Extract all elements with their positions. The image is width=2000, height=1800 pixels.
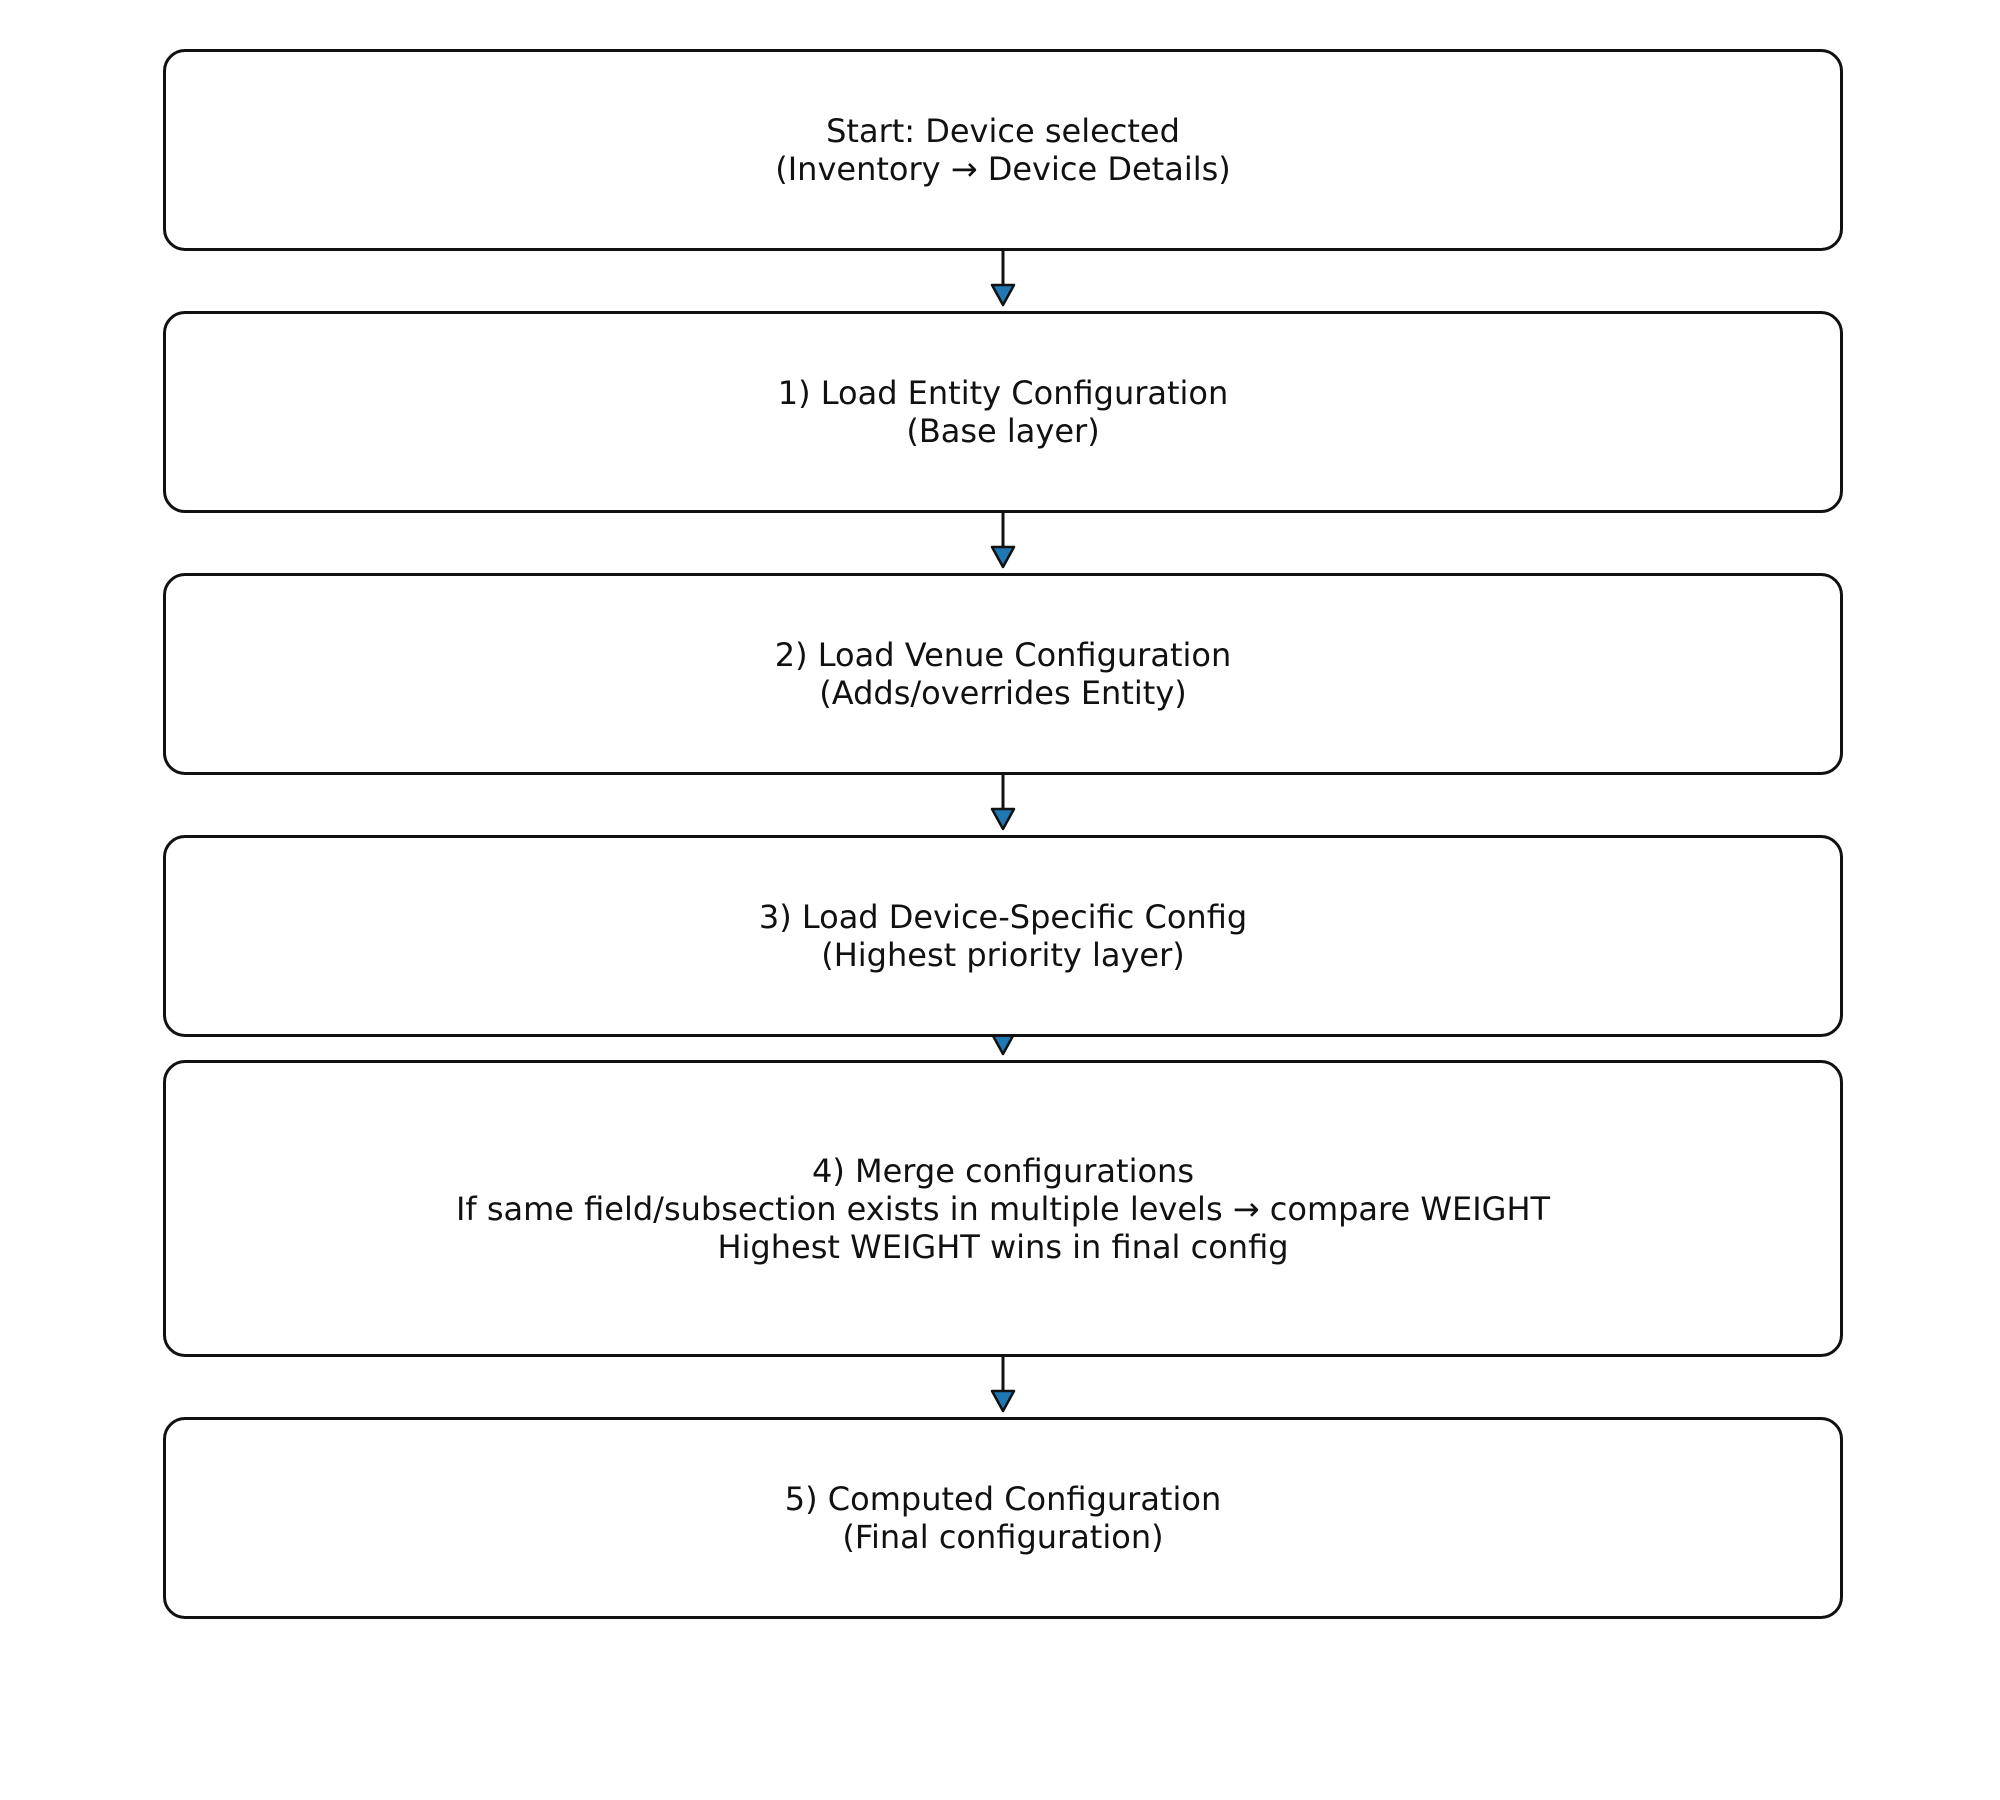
node-load-entity-configuration: 1) Load Entity Configuration (Base layer… [163,311,1843,513]
arrow-start-to-entity [990,251,1016,307]
node-device-subtitle: (Highest priority layer) [821,936,1185,974]
node-merge-rule: If same field/subsection exists in multi… [455,1189,1551,1228]
arrow-entity-to-venue [990,513,1016,569]
arrow-head [990,545,1016,569]
node-venue-subtitle: (Adds/overrides Entity) [819,674,1187,712]
arrow-venue-to-device [990,775,1016,831]
node-merge-title: 4) Merge configurations [811,1151,1194,1190]
arrow-device-to-merge [990,1032,1016,1056]
arrow-head [990,1389,1016,1413]
node-load-venue-configuration: 2) Load Venue Configuration (Adds/overri… [163,573,1843,775]
arrow-head [990,1032,1016,1056]
node-computed-title: 5) Computed Configuration [784,1480,1222,1518]
node-load-device-specific-config: 3) Load Device-Specific Config (Highest … [163,835,1843,1037]
node-start-device-selected: Start: Device selected (Inventory → Devi… [163,49,1843,251]
node-computed-configuration: 5) Computed Configuration (Final configu… [163,1417,1843,1619]
node-entity-subtitle: (Base layer) [906,412,1100,450]
node-computed-subtitle: (Final configuration) [842,1518,1164,1556]
arrow-merge-to-computed [990,1357,1016,1413]
node-start-title: Start: Device selected [826,112,1180,150]
node-device-title: 3) Load Device-Specific Config [758,898,1248,936]
node-venue-title: 2) Load Venue Configuration [774,636,1232,674]
node-merge-configurations: 4) Merge configurations If same field/su… [163,1060,1843,1357]
node-entity-title: 1) Load Entity Configuration [777,374,1229,412]
arrow-head [990,807,1016,831]
node-merge-result: Highest WEIGHT wins in final config [717,1227,1289,1266]
node-start-subtitle: (Inventory → Device Details) [775,150,1231,188]
arrow-head [990,283,1016,307]
